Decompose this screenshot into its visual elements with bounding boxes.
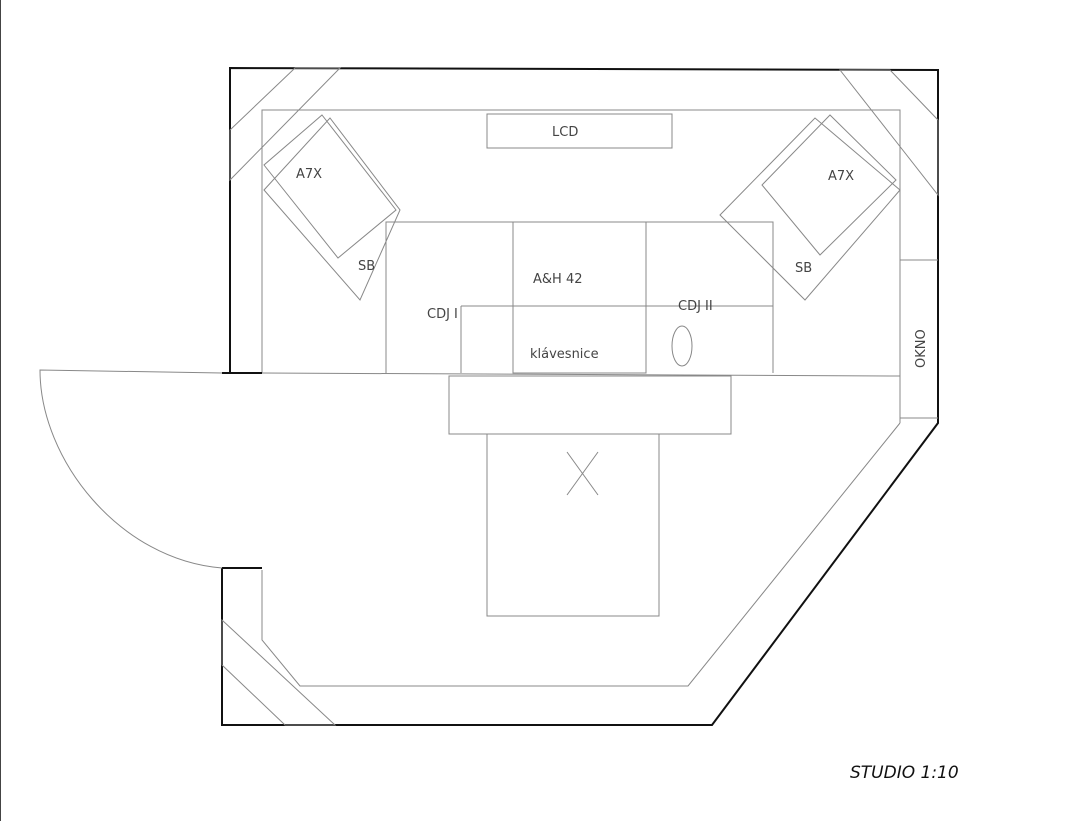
door-swing	[39, 369, 223, 569]
lcd-label: LCD	[552, 125, 578, 140]
lcd-screen	[486, 113, 673, 149]
mixer-label: A&H 42	[533, 272, 582, 287]
speaker-left	[263, 114, 401, 301]
desk	[261, 221, 901, 617]
speaker-left-label: A7X	[296, 167, 322, 182]
drawing-title: STUDIO 1:10	[850, 763, 959, 783]
keyboard-label: klávesnice	[530, 347, 599, 362]
stand-left-label: SB	[358, 259, 375, 274]
window-label: OKNO	[914, 329, 929, 368]
speaker-right	[719, 114, 901, 301]
speaker-right-label: A7X	[828, 169, 854, 184]
outer-walls	[221, 66, 939, 726]
cdj-right-label: CDJ II	[678, 299, 713, 314]
cdj-left-label: CDJ I	[427, 307, 458, 322]
corner-traps	[221, 67, 939, 726]
stand-right-label: SB	[795, 261, 812, 276]
